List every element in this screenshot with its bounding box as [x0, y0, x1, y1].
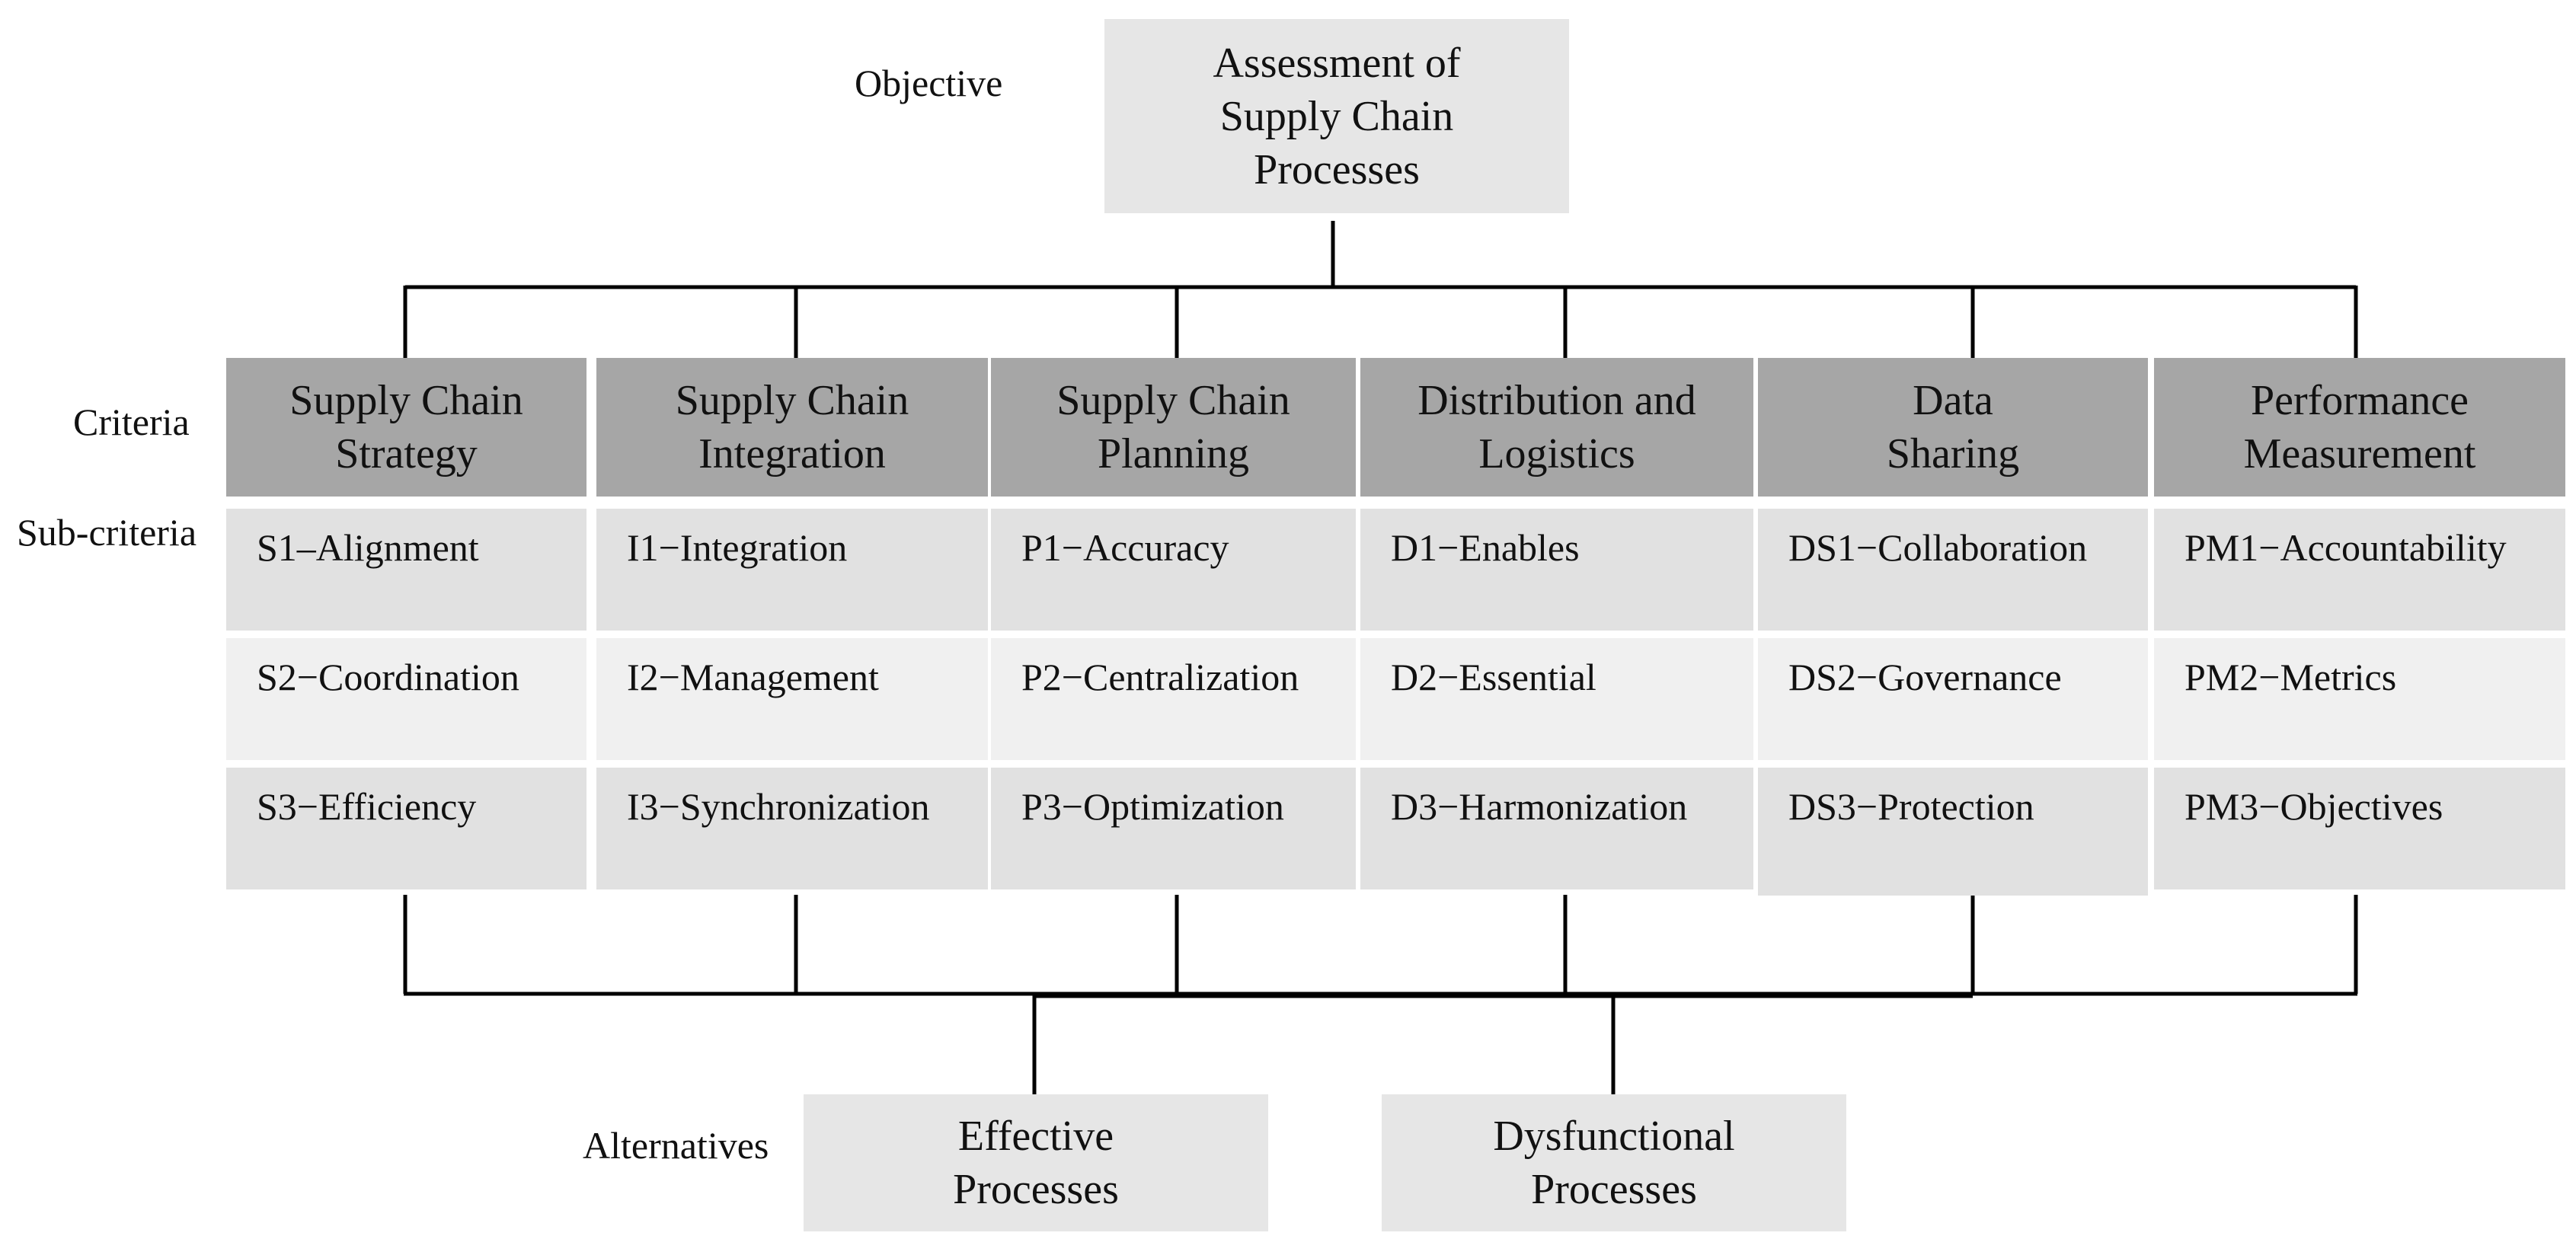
subcriterion-cell: PM2−Metrics: [2154, 638, 2565, 760]
criterion-box-performance: Performance Measurement: [2154, 358, 2565, 497]
subcriteria-level-label: Sub-criteria: [17, 511, 197, 554]
subcriterion-cell: PM3−Objectives: [2154, 768, 2565, 889]
subcriterion-cell: DS2−Governance: [1758, 638, 2148, 760]
criterion-box-strategy: Supply Chain Strategy: [226, 358, 586, 497]
subcriterion-cell: S2−Coordination: [226, 638, 586, 760]
alternative-box-dysfunctional: Dysfunctional Processes: [1382, 1094, 1846, 1231]
alternatives-level-label: Alternatives: [583, 1124, 769, 1167]
criteria-level-label: Criteria: [73, 401, 190, 443]
subcriterion-cell: PM1−Accountability: [2154, 509, 2565, 631]
subcriterion-cell: P3−Optimization: [991, 768, 1356, 889]
alternative-box-effective: Effective Processes: [804, 1094, 1268, 1231]
criterion-box-data-sharing: Data Sharing: [1758, 358, 2148, 497]
subcriterion-cell: P1−Accuracy: [991, 509, 1356, 631]
criterion-box-planning: Supply Chain Planning: [991, 358, 1356, 497]
subcriterion-cell: D2−Essential: [1360, 638, 1753, 760]
criterion-box-distribution: Distribution and Logistics: [1360, 358, 1753, 497]
subcriterion-cell: DS3−Protection: [1758, 768, 2148, 896]
criterion-box-integration: Supply Chain Integration: [596, 358, 988, 497]
subcriterion-cell: D1−Enables: [1360, 509, 1753, 631]
subcriterion-cell: I2−Management: [596, 638, 988, 760]
objective-box: Assessment of Supply Chain Processes: [1104, 19, 1569, 213]
subcriterion-cell: I3−Synchronization: [596, 768, 988, 889]
subcriterion-cell: I1−Integration: [596, 509, 988, 631]
subcriterion-cell: S1–Alignment: [226, 509, 586, 631]
subcriterion-cell: DS1−Collaboration: [1758, 509, 2148, 631]
subcriterion-cell: P2−Centralization: [991, 638, 1356, 760]
objective-level-label: Objective: [855, 62, 1003, 104]
subcriterion-cell: D3−Harmonization: [1360, 768, 1753, 889]
subcriterion-cell: S3−Efficiency: [226, 768, 586, 889]
